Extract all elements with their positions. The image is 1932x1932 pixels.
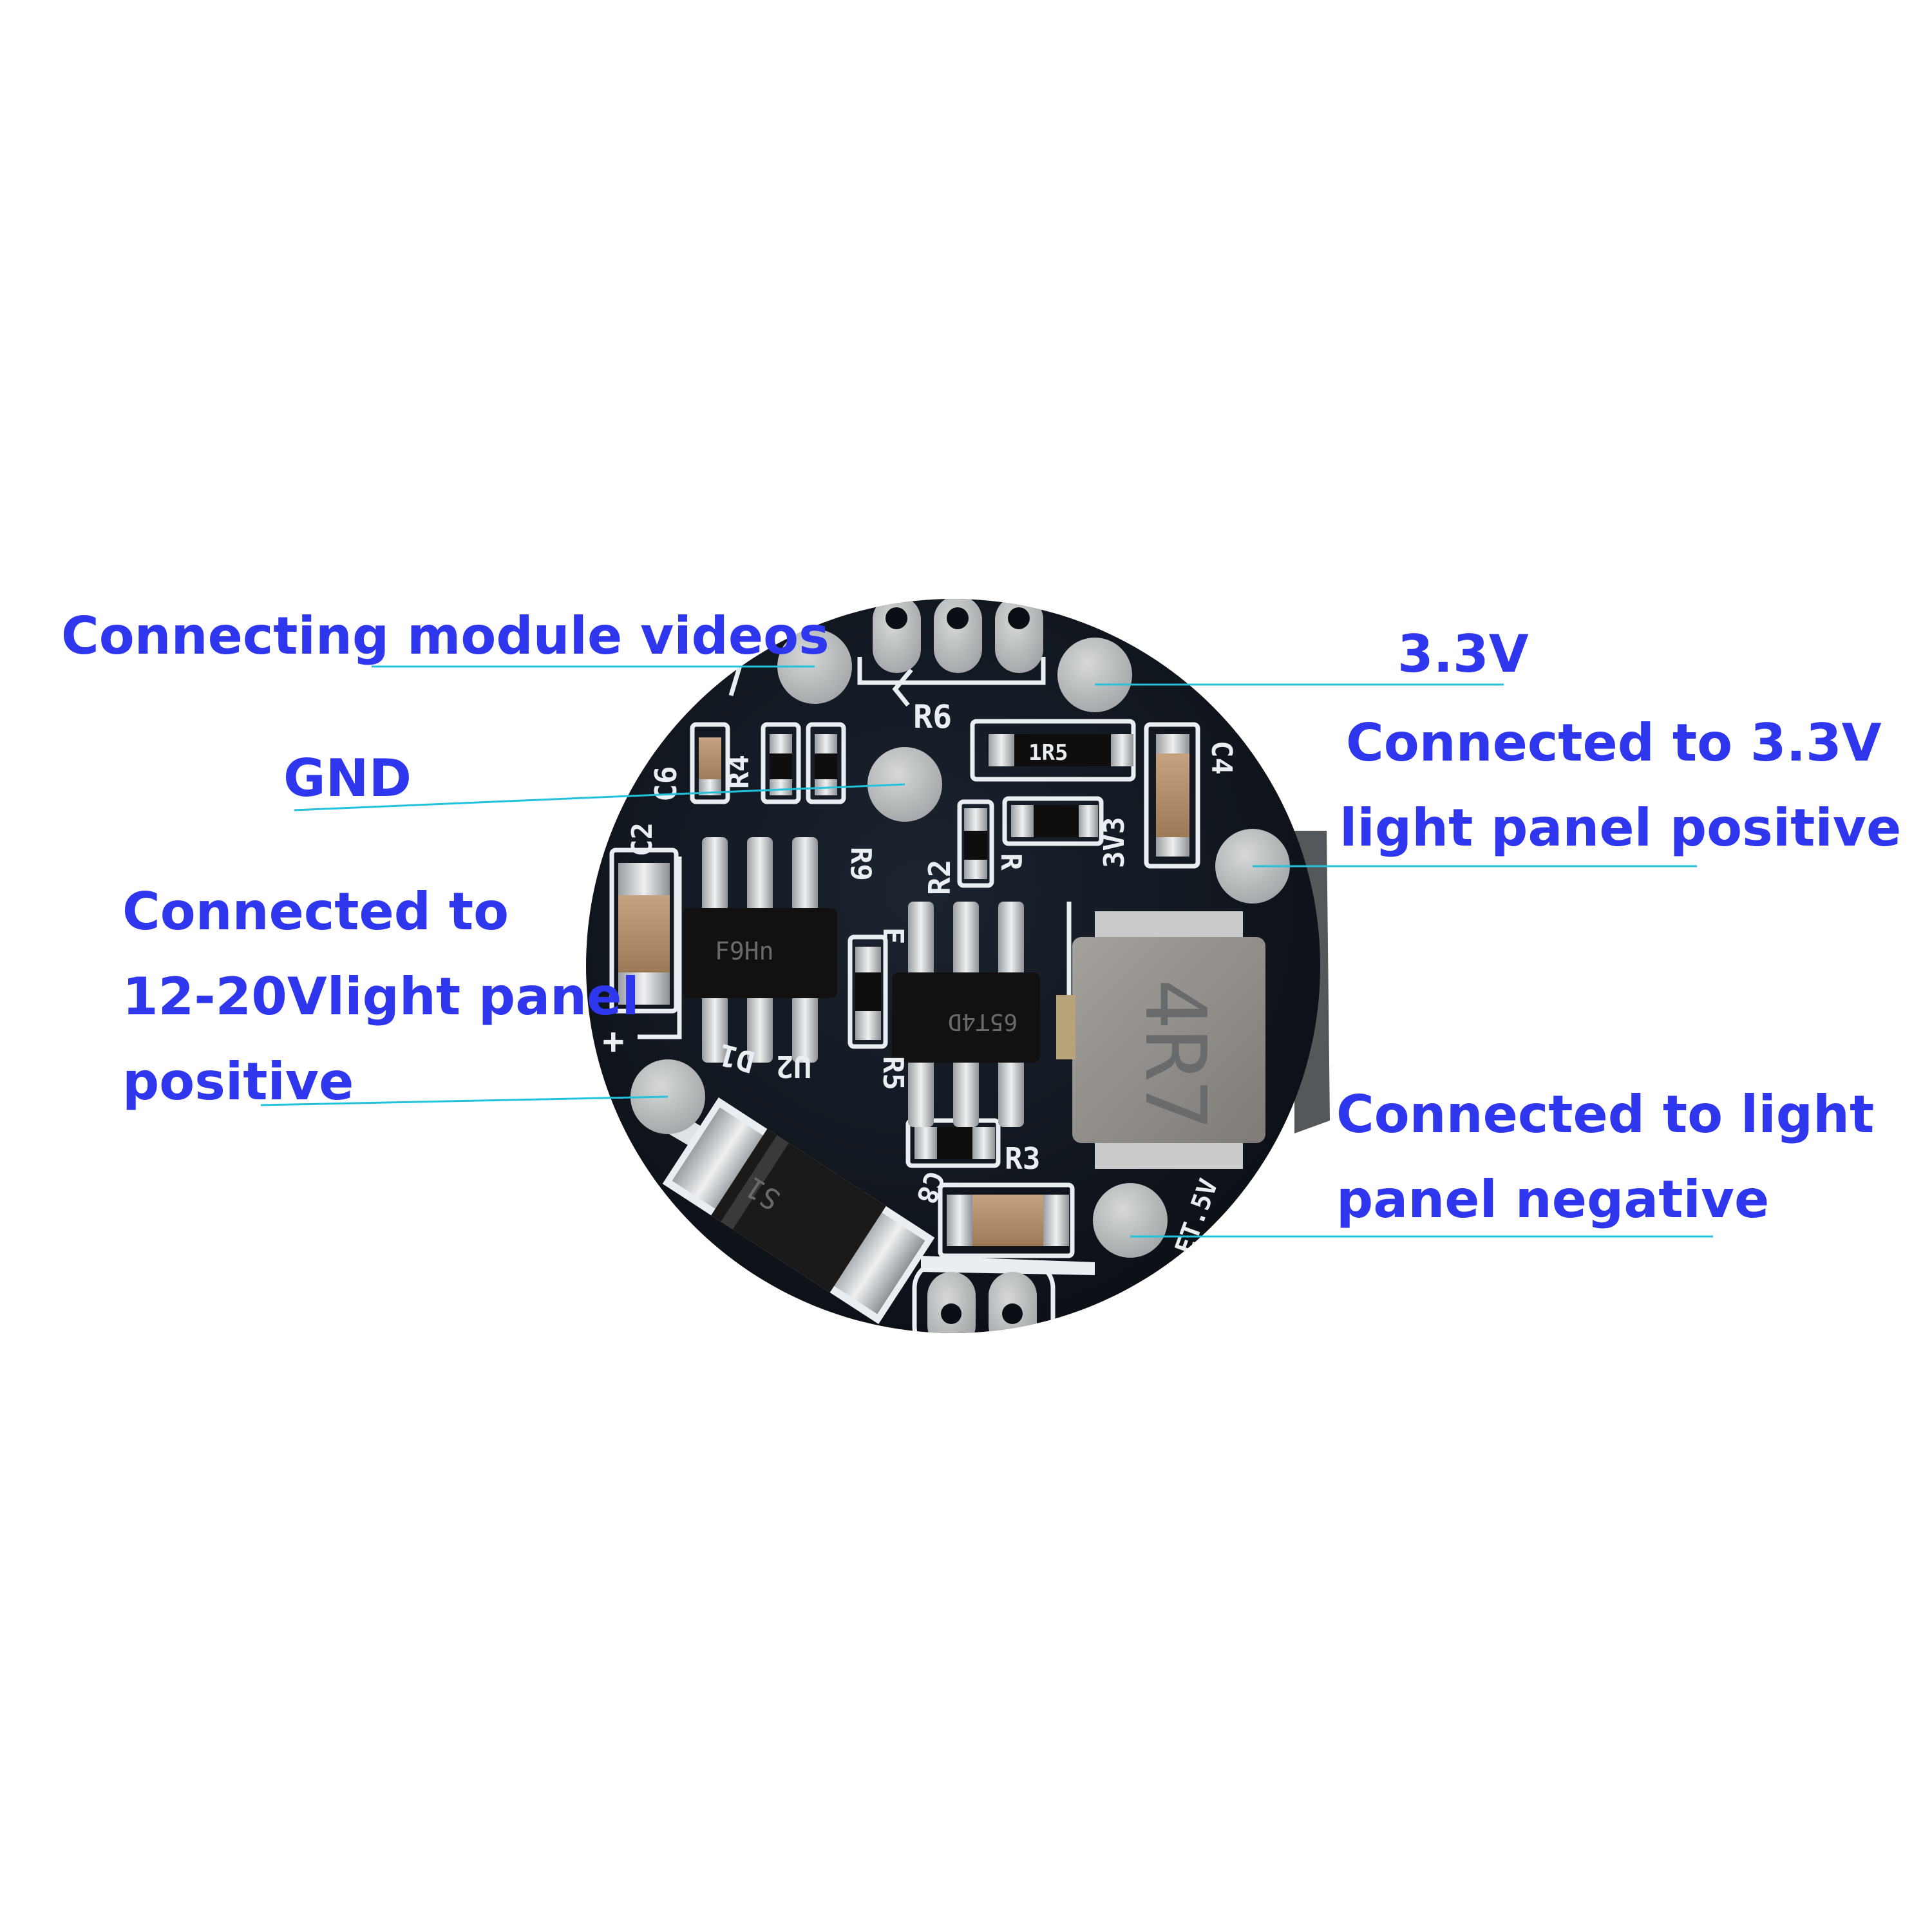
- ic-right: [892, 902, 1040, 1127]
- label-input-positive-line-2: 12-20Vlight panel: [122, 967, 639, 1027]
- label-input-positive-line-1: Connected to: [122, 882, 509, 942]
- label-panel-negative-line-2: panel negative: [1336, 1170, 1770, 1229]
- marking-4r7: 4R7: [1126, 979, 1224, 1130]
- label-video-line-1: Connecting module videos: [61, 606, 829, 666]
- silk-3v3: 3V3: [1098, 817, 1131, 868]
- power-inductor: [1056, 911, 1265, 1169]
- silk-e: E: [876, 927, 909, 945]
- marking-ic-right: 65T4D: [948, 1009, 1018, 1035]
- silk-c6: C6: [649, 766, 683, 802]
- silk-r3: R3: [1005, 1141, 1040, 1176]
- label-gnd: GND: [283, 736, 412, 821]
- label-3v3: 3.3V: [1397, 612, 1529, 697]
- ic-left: [683, 837, 837, 1063]
- silk-r2: R2: [922, 860, 957, 895]
- label-panel-negative-line-1: Connected to light: [1336, 1084, 1875, 1144]
- silk-r-small: R: [994, 853, 1027, 871]
- label-panel-negative: Connected to light panel negative: [1336, 1072, 1874, 1242]
- silk-r9: R9: [844, 847, 877, 881]
- silk-c4: C4: [1205, 741, 1238, 775]
- silk-plus: +: [592, 1031, 634, 1053]
- label-input-positive-line-3: positive: [122, 1052, 354, 1112]
- silk-r5: R5: [876, 1056, 909, 1090]
- diode: [662, 1097, 935, 1325]
- label-video: Connecting module videos: [61, 594, 829, 679]
- silk-u2: U2: [776, 1049, 811, 1084]
- silk-r6: R6: [913, 698, 952, 735]
- leader-lines: [260, 665, 1713, 1238]
- pad-3v3: [1057, 638, 1132, 712]
- label-panel-33-positive-line-2: light panel positive: [1340, 798, 1902, 858]
- pad-panel-negative: [1093, 1183, 1168, 1258]
- silk-r4: R4: [723, 755, 755, 789]
- header-holes-top: [873, 599, 1043, 673]
- header-holes-bottom: [927, 1272, 1037, 1333]
- label-panel-33-positive-line-1: Connected to 3.3V: [1346, 713, 1882, 773]
- label-panel-33-positive: Connected to 3.3V light panel positive: [1340, 701, 1901, 871]
- label-3v3-line-1: 3.3V: [1397, 624, 1529, 684]
- marking-1r5: 1R5: [1028, 740, 1068, 766]
- label-input-positive: Connected to 12-20Vlight panel positive: [122, 869, 639, 1124]
- silk-c2: C2: [626, 822, 659, 857]
- label-gnd-line-1: GND: [283, 748, 412, 808]
- smd-parts: [618, 734, 1189, 1246]
- marking-ic-left: F9Hn: [715, 937, 774, 965]
